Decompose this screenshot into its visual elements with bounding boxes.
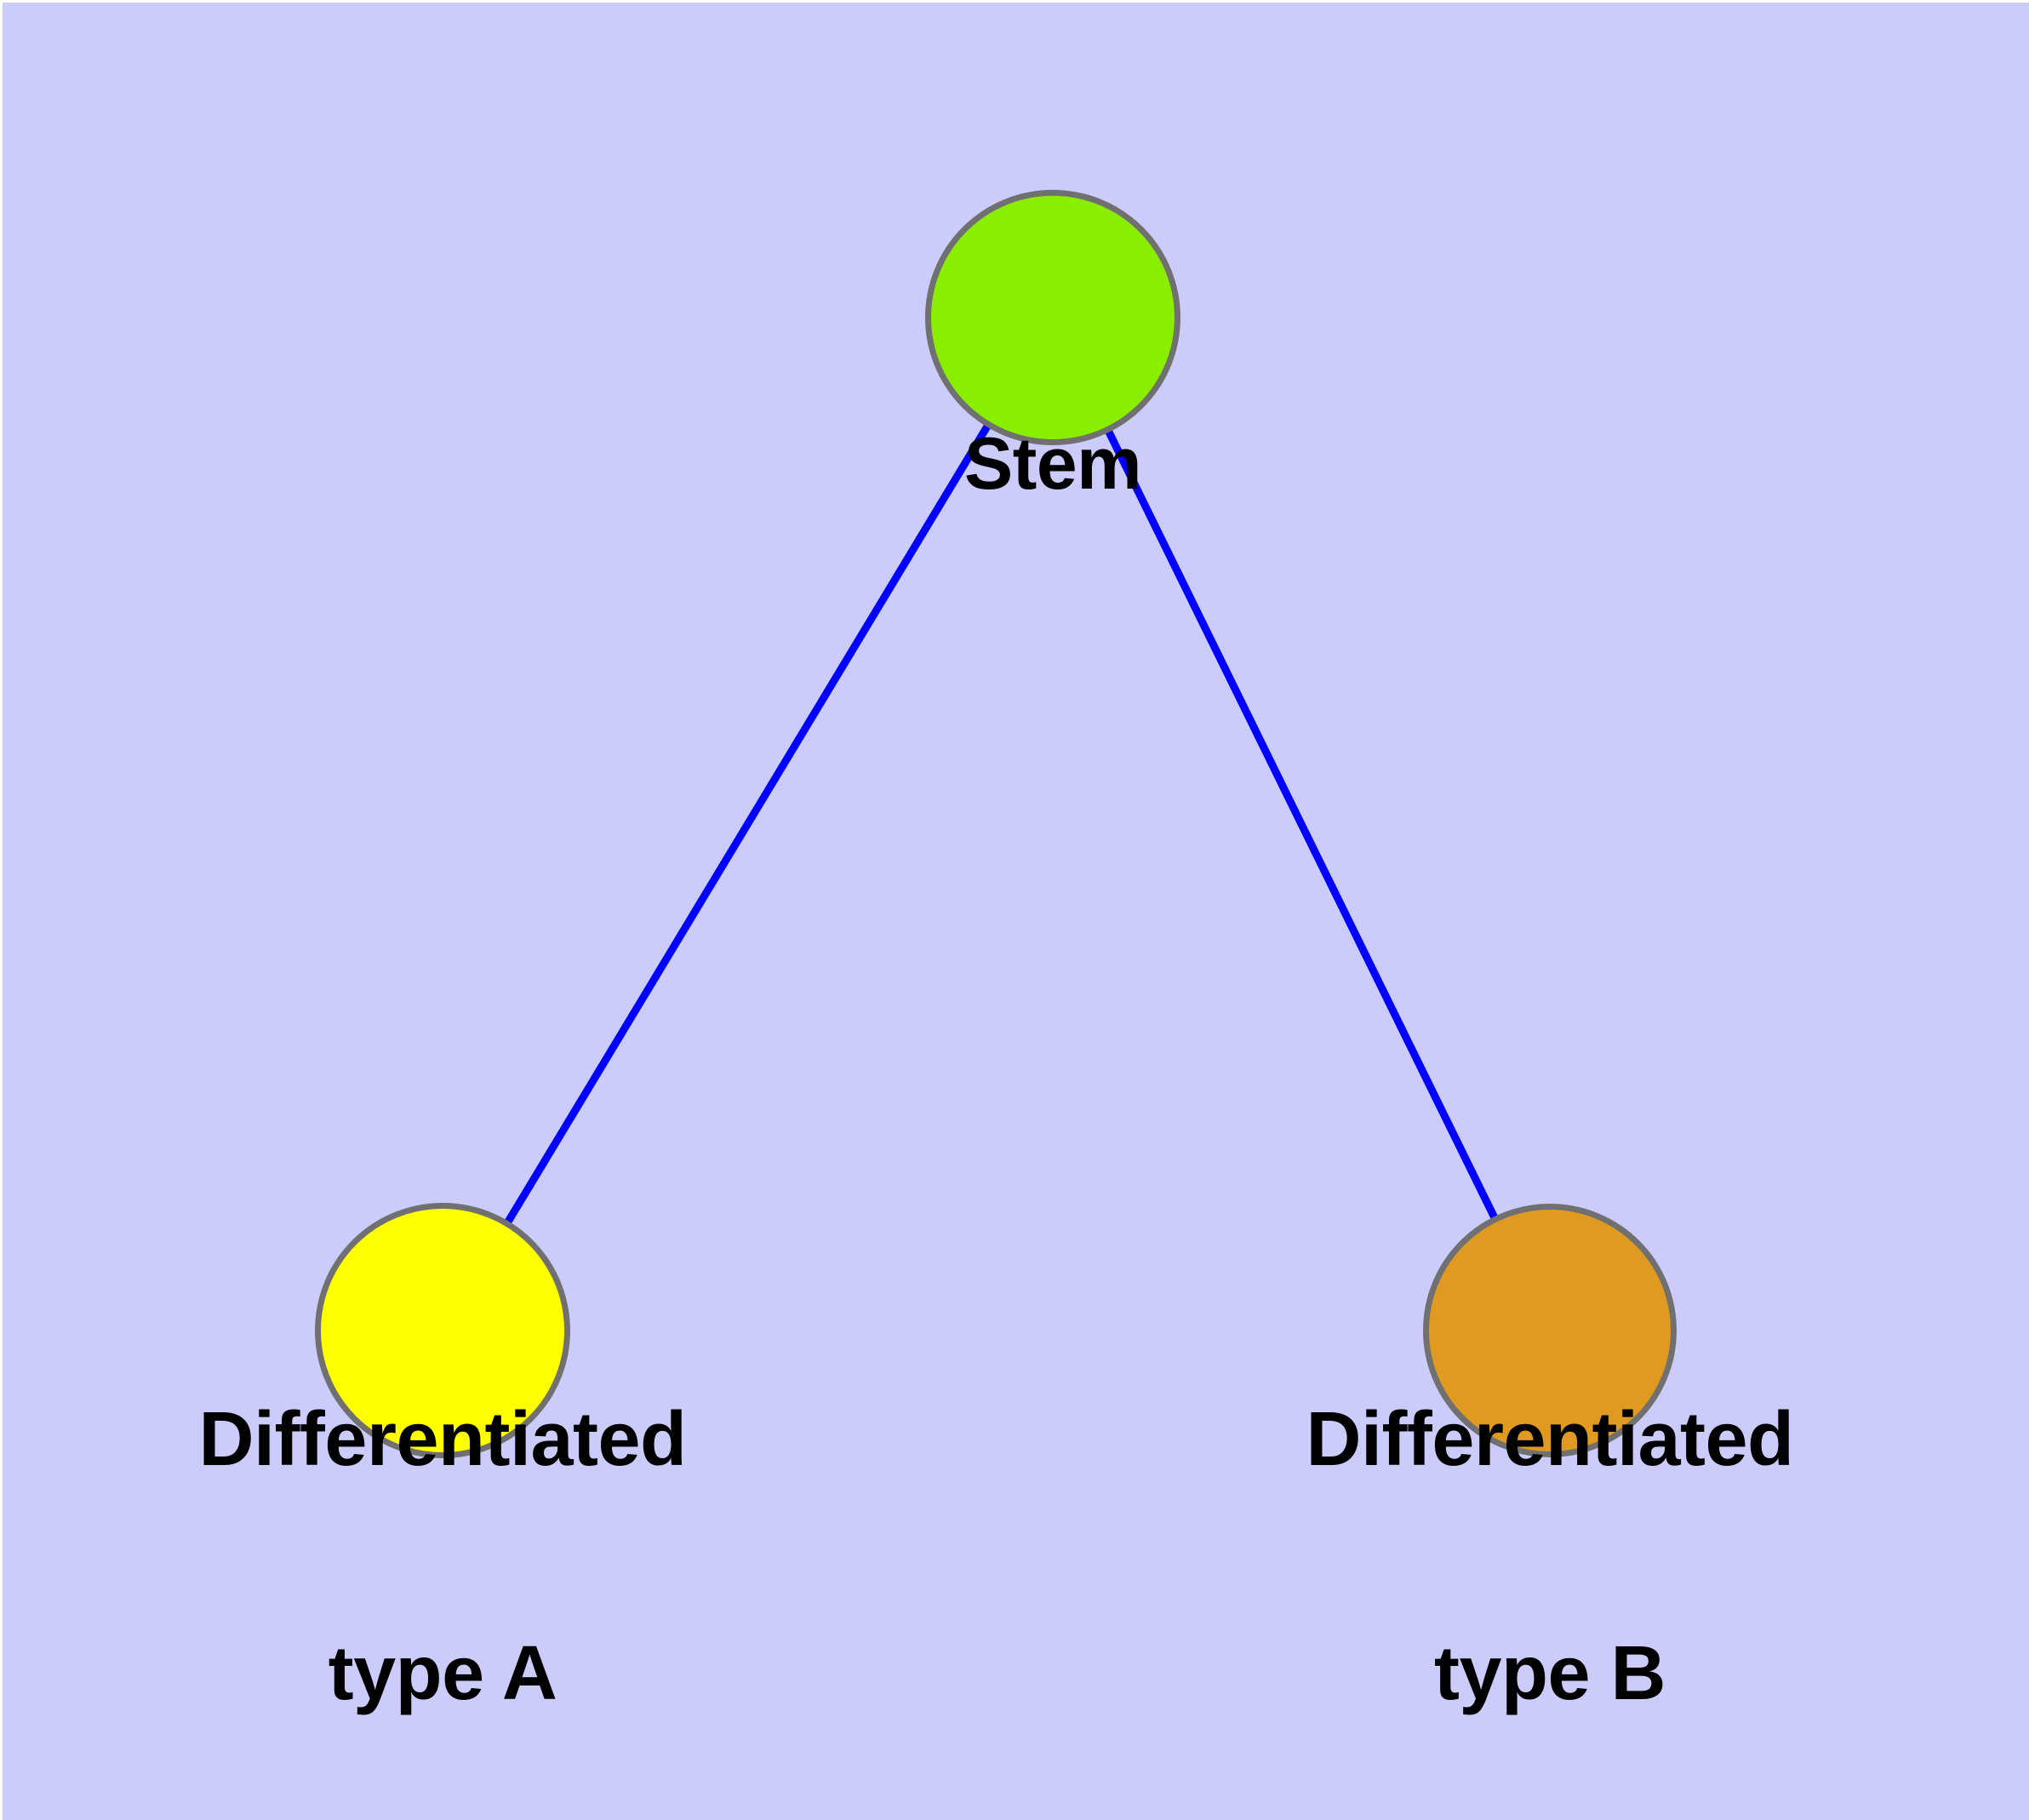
edge-stem-to-differentiated-type-a[interactable] [504,423,992,1225]
node-differentiated-type-a[interactable] [315,1203,570,1458]
edge-stem-to-differentiated-type-b[interactable] [1105,428,1499,1221]
node-stem[interactable] [925,190,1180,445]
edge-layer [504,423,1499,1225]
node-differentiated-type-b[interactable] [1423,1204,1677,1457]
node-layer [315,190,1677,1458]
